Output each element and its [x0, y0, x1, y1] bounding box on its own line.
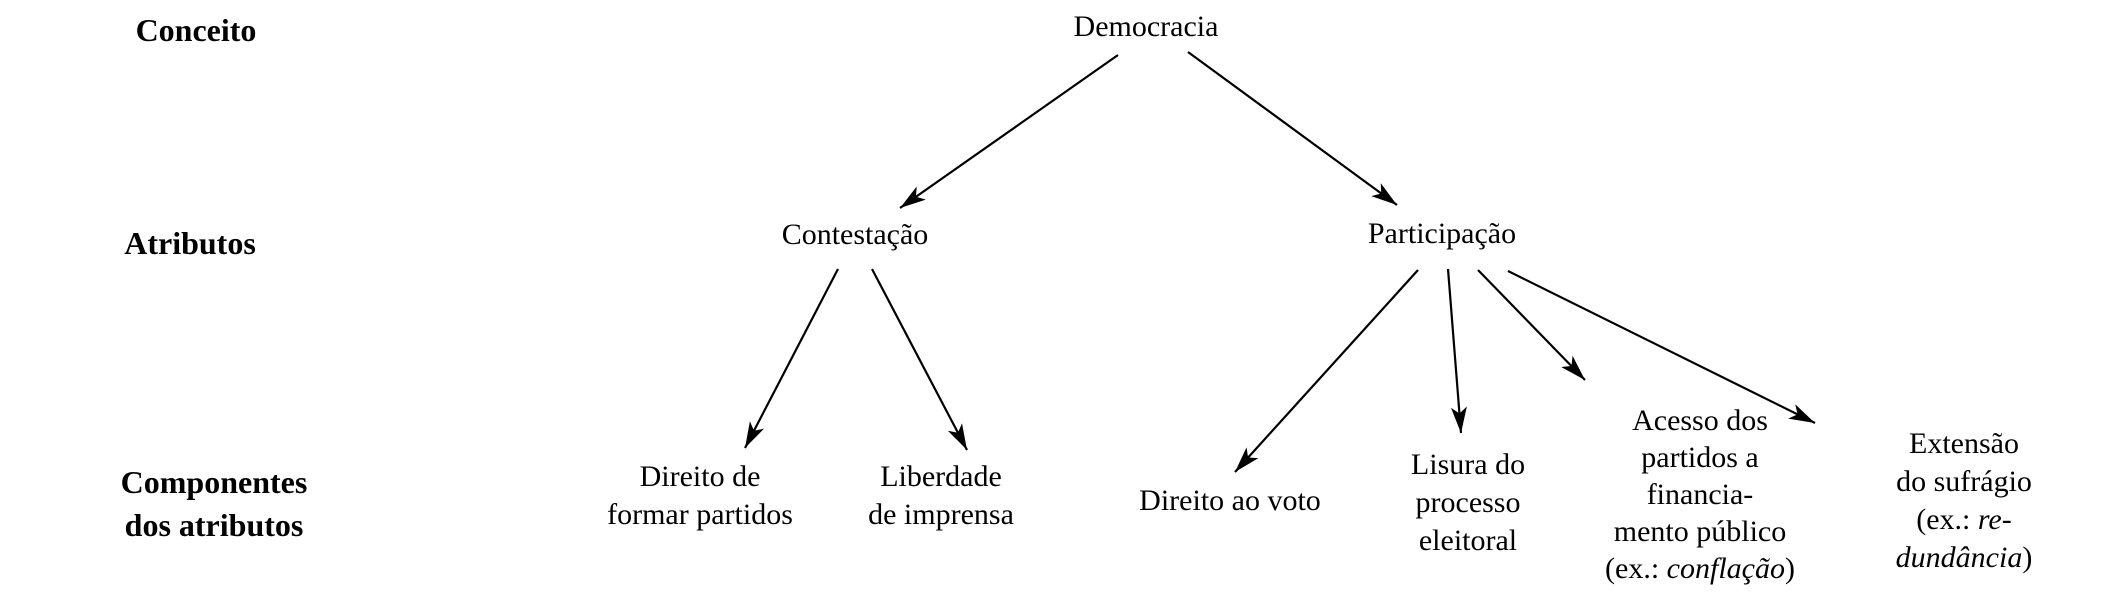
node-contestacao: Contestação [781, 218, 929, 251]
arrow-participacao-to-lisura [1446, 268, 1467, 434]
arrow-contestacao-to-liberdade-imprensa [871, 268, 968, 451]
row-label-atributos: Atributos [124, 225, 256, 261]
arrow-participacao-to-extensao [1507, 270, 1816, 424]
arrow-democracia-to-participacao [1187, 51, 1398, 206]
arrow-democracia-to-contestacao [899, 54, 1119, 209]
node-democracia: Democracia [1073, 10, 1219, 43]
arrow-participacao-to-direito-ao-voto [1234, 269, 1419, 473]
row-label-conceito: Conceito [135, 12, 257, 48]
arrow-participacao-to-acesso [1477, 269, 1586, 381]
node-direito-ao-voto: Direito ao voto [1139, 484, 1321, 517]
node-participacao: Participação [1367, 217, 1517, 250]
arrow-contestacao-to-direito-formar-partidos [744, 268, 839, 449]
